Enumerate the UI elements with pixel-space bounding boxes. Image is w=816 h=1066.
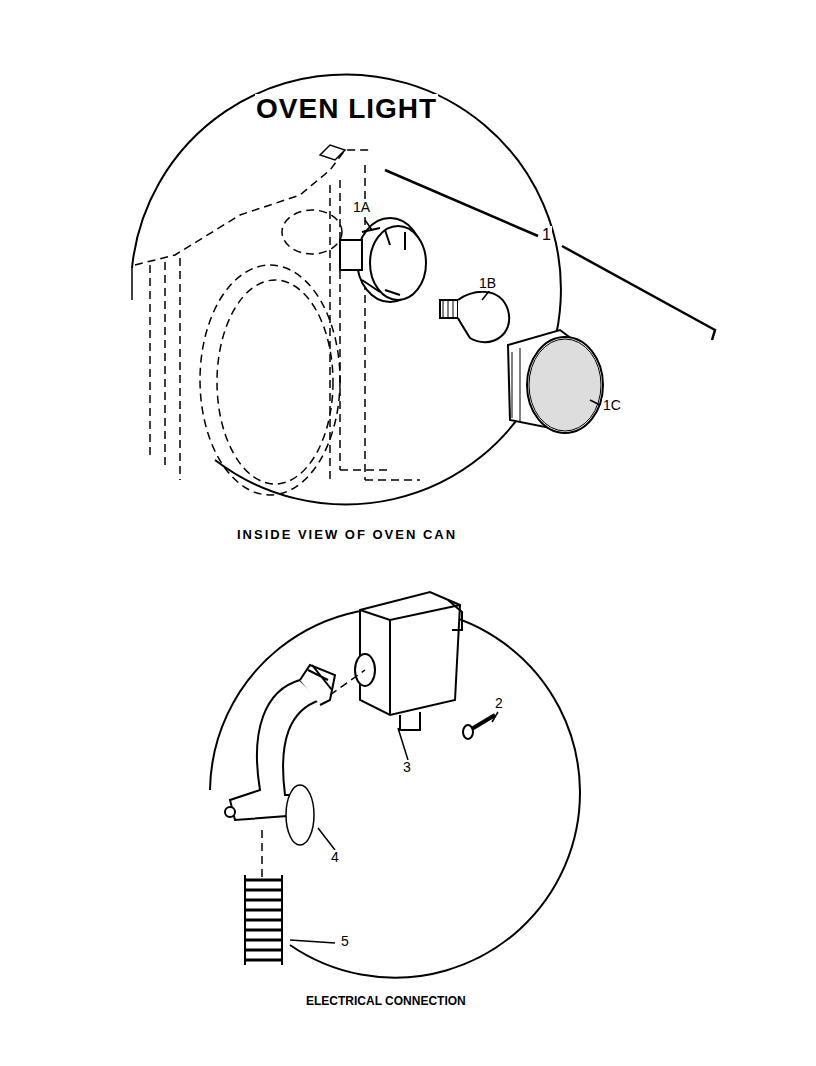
callout-number: 1A (352, 200, 371, 215)
callout-number: 5 (340, 934, 350, 949)
assembly-line (330, 670, 365, 695)
conduit-connector (225, 665, 335, 845)
callout-number: 1C (602, 398, 622, 413)
junction-box (355, 592, 462, 730)
group-bracket (385, 170, 715, 340)
callout-number: 4 (330, 850, 340, 865)
detail-circle (131, 268, 133, 300)
lamp-socket (340, 218, 426, 302)
callout-number: 1 (541, 226, 552, 244)
lens-cover (508, 330, 603, 433)
leader-line (290, 712, 498, 943)
detail-circle (132, 74, 561, 504)
oven-can-outline (135, 150, 420, 495)
callout-number: 3 (402, 760, 412, 775)
section-caption: INSIDE VIEW OF OVEN CAN (236, 528, 458, 542)
flexible-conduit (245, 875, 282, 965)
callout-number: 1B (478, 276, 497, 291)
screw (463, 715, 495, 739)
callout-number: 2 (494, 696, 504, 711)
leader-line (365, 220, 600, 405)
light-bulb (440, 292, 509, 342)
assembly-line (261, 830, 263, 880)
section-caption: ELECTRICAL CONNECTION (305, 995, 467, 1008)
oven-can-outline (320, 145, 345, 160)
diagram-title: OVEN LIGHT (255, 94, 438, 125)
